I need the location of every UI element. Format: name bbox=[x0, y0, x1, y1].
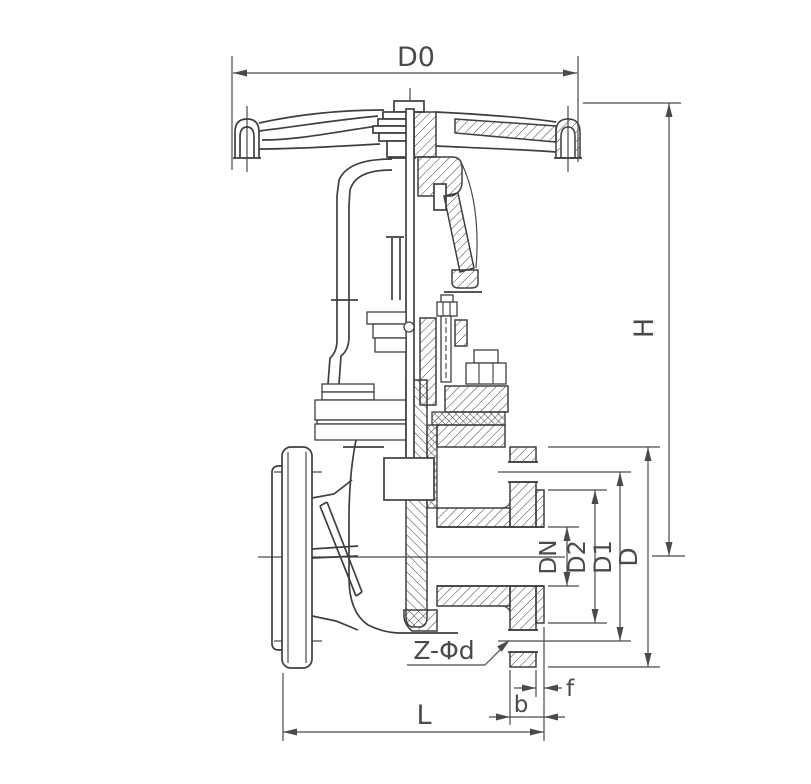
dim-label-d: D bbox=[614, 547, 643, 566]
gland-nut bbox=[436, 301, 458, 317]
bonnet-flange-left bbox=[314, 399, 409, 421]
left-flange bbox=[271, 446, 313, 669]
gland-section bbox=[419, 317, 437, 406]
washer bbox=[473, 349, 499, 364]
dimension-b: b bbox=[489, 670, 565, 725]
dimension-f: f bbox=[514, 627, 575, 741]
dim-label-dn: DN bbox=[536, 540, 562, 575]
dim-label-b: b bbox=[514, 692, 529, 718]
bonnet bbox=[314, 300, 409, 441]
body-shoulder-section bbox=[436, 424, 506, 448]
dimension-d0: D0 bbox=[231, 42, 579, 170]
body-flange-left bbox=[314, 423, 409, 441]
dim-label-d2: D2 bbox=[563, 540, 591, 574]
stuffing-box bbox=[419, 294, 509, 448]
right-flange bbox=[426, 424, 545, 668]
bonnet-ring bbox=[321, 391, 375, 401]
handwheel bbox=[233, 100, 582, 159]
dimension-dn: DN bbox=[536, 526, 579, 587]
gate-stem-connector bbox=[383, 457, 435, 501]
bonnet-flange-section bbox=[444, 385, 509, 413]
dimension-d1: D1 bbox=[589, 472, 624, 641]
backseat-plate bbox=[366, 311, 407, 325]
yoke-arm-right bbox=[417, 156, 482, 293]
yoke-arm-left bbox=[336, 158, 393, 300]
dim-label-l: L bbox=[416, 700, 431, 731]
valve-stem bbox=[405, 108, 415, 462]
dimension-d2: D2 bbox=[548, 489, 607, 624]
bonnet-ring bbox=[321, 383, 375, 393]
backseat-plate bbox=[374, 337, 407, 353]
handwheel-rim-right bbox=[554, 118, 582, 159]
pipe-wall-bottom bbox=[436, 585, 511, 607]
handwheel-spoke-section bbox=[454, 118, 557, 143]
valve-body bbox=[311, 439, 458, 634]
handwheel-rim-left bbox=[233, 118, 261, 159]
pipe-wall-top bbox=[436, 507, 511, 528]
dim-label-d1: D1 bbox=[589, 540, 617, 574]
dim-label-h: H bbox=[629, 318, 660, 338]
dim-label-f: f bbox=[566, 676, 575, 702]
body-bottom-section bbox=[403, 609, 438, 632]
backseat-plate bbox=[372, 323, 407, 339]
dim-label-z-phi-d: Z-Φd bbox=[413, 636, 474, 665]
callout-bolt-holes: Z-Φd bbox=[407, 636, 510, 666]
dim-label-d0: D0 bbox=[397, 42, 435, 73]
yoke bbox=[331, 156, 482, 301]
raised-face-top bbox=[535, 489, 545, 528]
dimension-l: L bbox=[282, 673, 544, 741]
packing-gasket bbox=[431, 411, 506, 426]
raised-face-bottom bbox=[535, 585, 545, 624]
dimension-h: H bbox=[583, 102, 685, 557]
dimension-d: D bbox=[548, 446, 660, 668]
stem bbox=[405, 108, 415, 462]
hex-nut bbox=[465, 362, 507, 385]
yoke-sleeve-section bbox=[413, 111, 437, 158]
left-flange-disk bbox=[281, 446, 313, 669]
stem-pin bbox=[403, 321, 415, 333]
